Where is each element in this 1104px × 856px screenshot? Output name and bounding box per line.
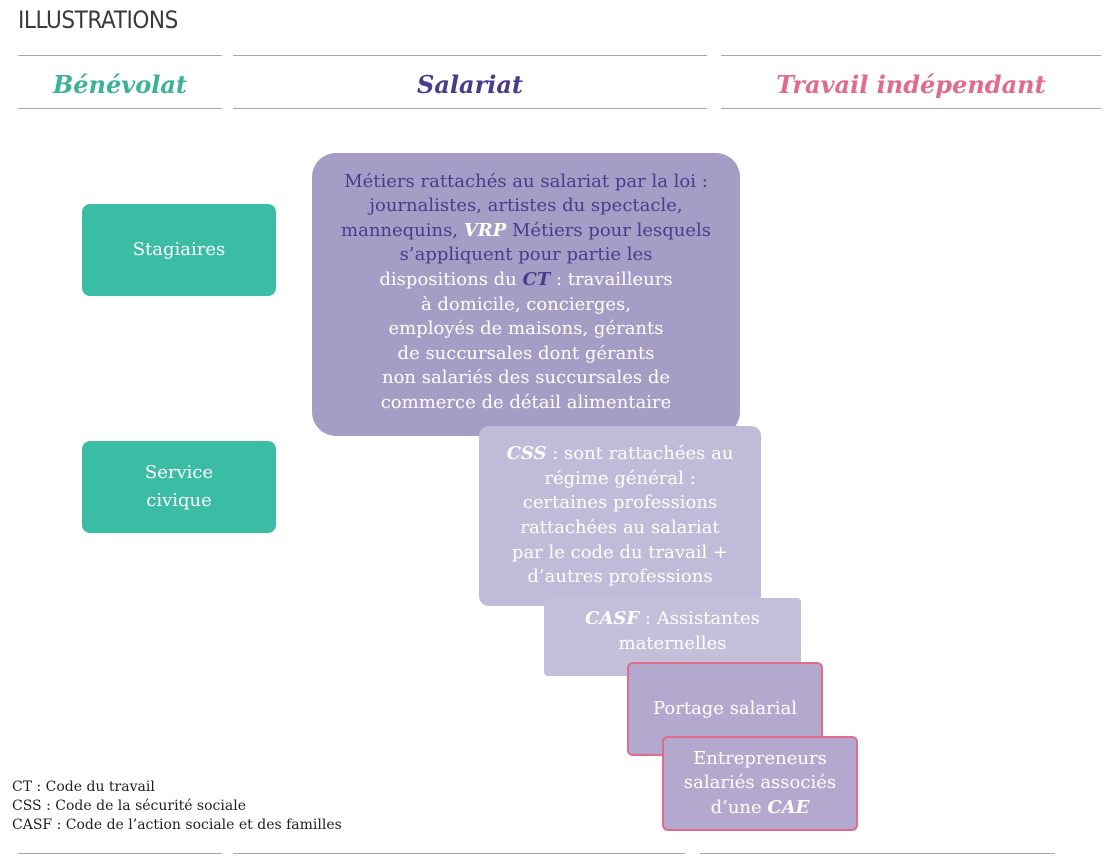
metiers-line-9: non salariés des succursales de: [381, 367, 670, 389]
legend-item: CSS : Code de la sécurité sociale: [12, 798, 246, 814]
metiers-line-5c: : travailleurs: [550, 268, 673, 290]
metiers-box: Métiers rattachés au salariat par la loi…: [312, 153, 740, 436]
divider: [18, 55, 222, 56]
css-line-6: d’autres professions: [527, 566, 713, 588]
css-line-5: par le code du travail +: [511, 541, 729, 563]
casf-line-2: maternelles: [618, 633, 727, 654]
casf-line-1b: : Assistantes: [639, 608, 760, 630]
service-civique-box: Service civique: [82, 441, 276, 533]
divider: [721, 55, 1101, 56]
metiers-line-5: dispositions du CT : travailleurs: [341, 268, 711, 293]
metiers-line-3: mannequins, VRP Métiers pour lesquels: [341, 219, 711, 244]
css-abbrev: CSS: [506, 443, 547, 465]
divider: [18, 853, 222, 854]
abbreviation-legend: CT : Code du travail CSS : Code de la sé…: [12, 778, 342, 835]
divider: [233, 55, 707, 56]
metiers-line-4: s’appliquent pour partie les: [399, 244, 653, 266]
divider: [233, 853, 685, 854]
service-civique-line-2: civique: [146, 490, 212, 511]
metiers-line-7: employés de maisons, gérants: [388, 318, 664, 340]
metiers-line-8: de succursales dont gérants: [397, 342, 655, 364]
stagiaires-box: Stagiaires: [82, 204, 276, 296]
legend-item: CT : Code du travail: [12, 779, 155, 795]
column-heading-travail-independant: Travail indépendant: [776, 69, 1046, 99]
legend-item: CASF : Code de l’action sociale et des f…: [12, 817, 342, 833]
css-line-4: rattachées au salariat: [520, 517, 720, 538]
cae-abbrev: CAE: [767, 796, 810, 818]
column-heading-benevolat: Bénévolat: [53, 69, 187, 99]
portage-label: Portage salarial: [653, 697, 797, 719]
casf-abbrev: CASF: [585, 608, 640, 630]
metiers-line-5a: dispositions du: [379, 268, 523, 290]
stagiaires-label: Stagiaires: [132, 238, 226, 260]
metiers-line-1: Métiers rattachés au salariat par la loi…: [344, 170, 708, 192]
service-civique-line-1: Service: [144, 462, 214, 483]
css-line-3: certaines professions: [522, 492, 718, 514]
metiers-line-10: commerce de détail alimentaire: [380, 391, 672, 413]
entrepreneurs-box: Entrepreneurs salariés associés d’une CA…: [662, 736, 858, 831]
css-line-1b: : sont rattachées au: [546, 443, 734, 465]
divider: [233, 108, 707, 109]
divider: [700, 853, 1055, 854]
casf-line-1: CASF : Assistantes: [585, 607, 760, 632]
divider: [18, 108, 222, 109]
css-line-1: CSS : sont rattachées au: [507, 442, 734, 467]
entrepreneurs-line-3: d’une CAE: [684, 796, 836, 821]
metiers-line-6: à domicile, concierges,: [420, 293, 632, 315]
divider: [721, 108, 1101, 109]
entrepreneurs-line-1: Entrepreneurs: [693, 747, 827, 769]
metiers-line-3a: mannequins,: [341, 219, 464, 241]
metiers-line-3c: Métiers pour lesquels: [506, 219, 711, 241]
page-title: ILLUSTRATIONS: [18, 6, 178, 34]
entrepreneurs-line-3a: d’une: [710, 796, 768, 818]
vrp-abbrev: VRP: [463, 219, 507, 241]
metiers-line-2: journalistes, artistes du spectacle,: [369, 195, 683, 217]
column-heading-salariat: Salariat: [417, 69, 523, 99]
css-box: CSS : sont rattachées au régime général …: [479, 426, 761, 606]
entrepreneurs-line-2: salariés associés: [683, 772, 837, 794]
css-line-2: régime général :: [544, 467, 696, 489]
ct-abbrev: CT: [522, 268, 551, 290]
